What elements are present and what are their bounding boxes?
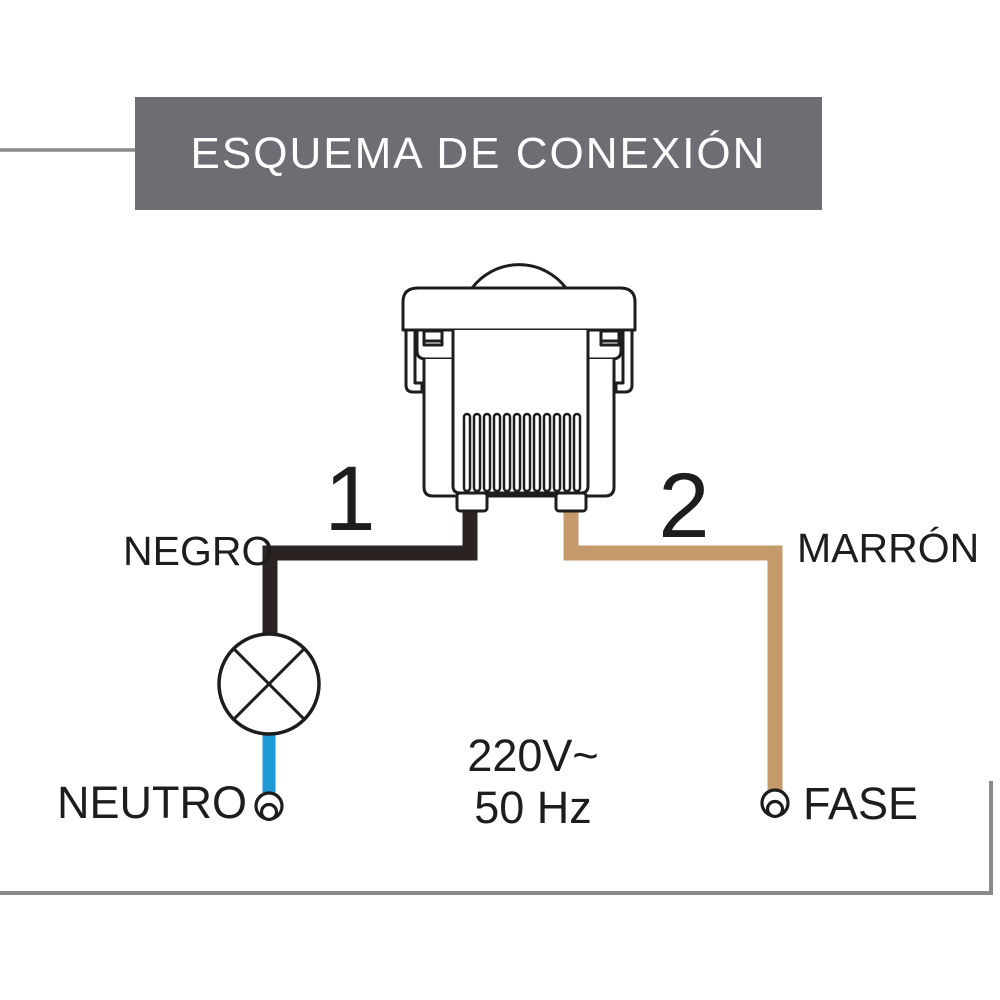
page-title: ESQUEMA DE CONEXIÓN (190, 128, 767, 178)
device-window-left (422, 329, 444, 347)
terminal-fase-icon (760, 788, 790, 819)
wire-1-black (262, 509, 478, 636)
fase-label: FASE (803, 778, 919, 829)
device-terminal-tab-1 (455, 491, 489, 513)
header-bar (135, 97, 822, 210)
neutro-label: NEUTRO (57, 777, 247, 828)
device-terminal-tab-2 (554, 491, 588, 513)
wire-2-brown (563, 509, 783, 799)
photocell-device-icon (401, 263, 637, 513)
device-window-right (599, 329, 621, 347)
frequency-label: 50 Hz (474, 782, 592, 833)
voltage-label: 220V~ (467, 730, 599, 781)
wire-1-number: 1 (324, 448, 376, 550)
device-dome (457, 263, 581, 290)
lamp-icon (217, 632, 321, 736)
device-clip-right (614, 330, 634, 394)
wire-2-number: 2 (658, 455, 710, 557)
device-cap (401, 286, 637, 332)
device-grille (462, 412, 582, 493)
wire-2-label: MARRÓN (797, 525, 980, 571)
wire-1-label: NEGRO (123, 528, 274, 574)
frame-border (0, 781, 993, 895)
terminal-neutro-icon (254, 791, 284, 822)
device-clip-left (404, 330, 424, 394)
